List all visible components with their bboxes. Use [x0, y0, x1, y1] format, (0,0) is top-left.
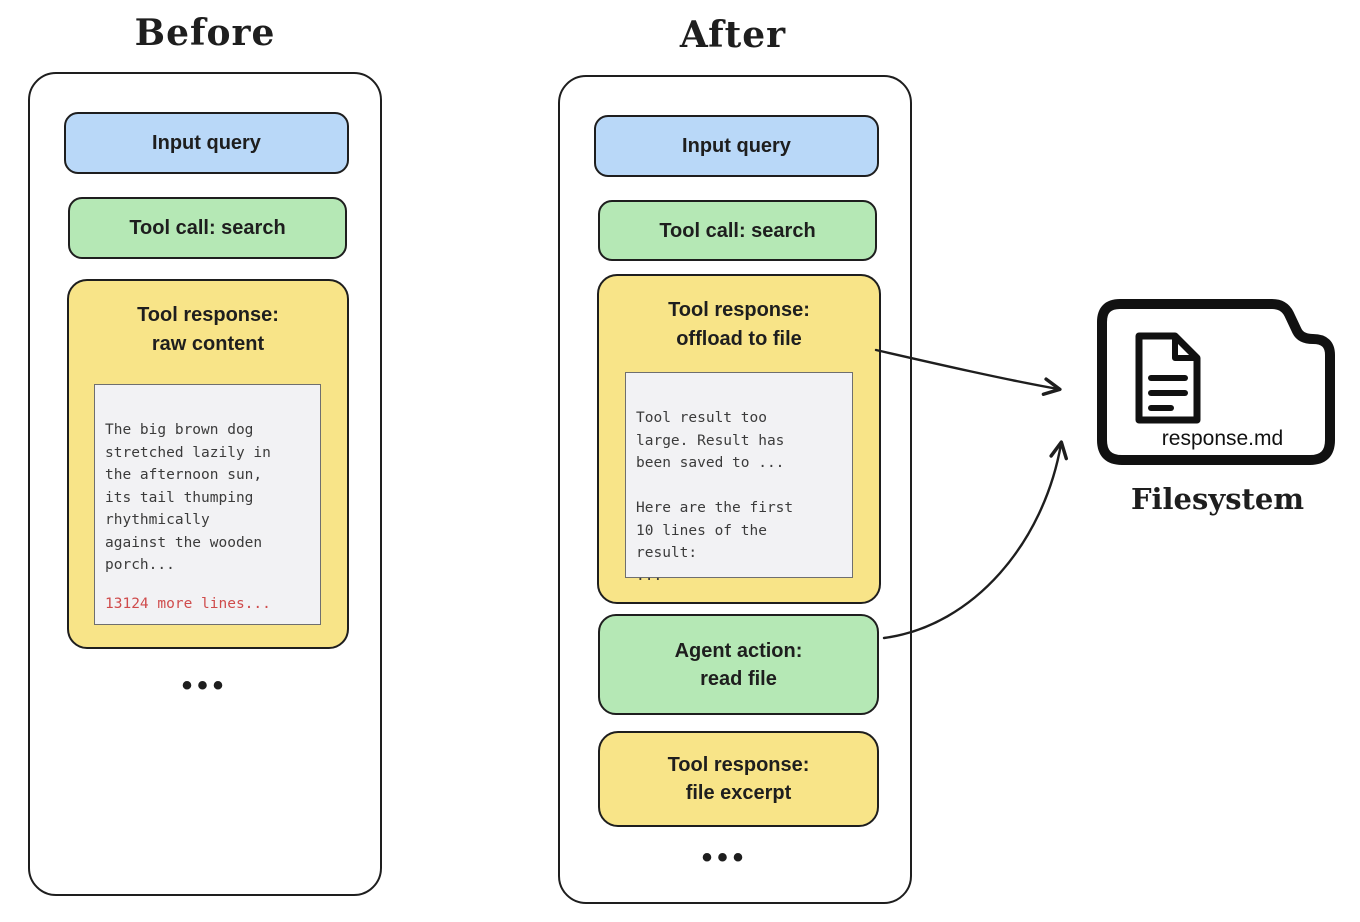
- after-agent-action-line1: Agent action:: [674, 639, 803, 662]
- after-file-excerpt-line2: file excerpt: [685, 782, 792, 804]
- after-tool-response-box: Tool response: offload to file Tool resu…: [597, 274, 881, 604]
- after-tool-response-title-line2: offload to file: [676, 328, 802, 350]
- after-ellipsis: •••: [701, 841, 749, 874]
- before-input-query-label: Input query: [152, 132, 261, 154]
- arrow-read-file: [882, 440, 1068, 640]
- after-agent-action-box: Agent action: read file: [598, 614, 879, 715]
- after-input-query-label: Input query: [682, 135, 791, 157]
- before-tool-response-title-line1: Tool response:: [137, 304, 279, 326]
- before-input-query-box: Input query: [64, 112, 349, 174]
- after-agent-action-line2: read file: [700, 667, 777, 690]
- filesystem-label: Filesystem: [1130, 482, 1305, 516]
- before-tool-call-box: Tool call: search: [68, 197, 347, 259]
- before-ellipsis: •••: [181, 669, 229, 702]
- before-raw-content-snippet: The big brown dog stretched lazily in th…: [94, 384, 321, 625]
- arrow-offload-to-file: [874, 348, 1062, 396]
- after-title: After: [679, 14, 787, 56]
- folder-icon: [1097, 299, 1335, 465]
- after-input-query-box: Input query: [594, 115, 879, 177]
- after-tool-response-title: Tool response: offload to file: [668, 296, 810, 354]
- before-tool-response-title: Tool response: raw content: [137, 301, 279, 359]
- filesystem-filename: response.md: [1161, 427, 1284, 450]
- document-icon: [1135, 332, 1201, 424]
- after-tool-call-box: Tool call: search: [598, 200, 877, 261]
- before-container: Input query Tool call: search Tool respo…: [28, 72, 382, 896]
- after-tool-call-label: Tool call: search: [659, 219, 816, 242]
- before-title: Before: [134, 12, 276, 54]
- after-offload-text: Tool result too large. Result has been s…: [636, 410, 794, 584]
- after-offload-snippet: Tool result too large. Result has been s…: [625, 372, 853, 584]
- arrows-layer: [874, 348, 1068, 640]
- before-more-lines-text: 13124 more lines...: [105, 595, 271, 612]
- after-tool-response-title-line1: Tool response:: [668, 299, 810, 321]
- after-file-excerpt-line1: Tool response:: [667, 754, 810, 776]
- before-tool-response-box: Tool response: raw content The big brown…: [67, 279, 349, 649]
- before-raw-content-text: The big brown dog stretched lazily in th…: [105, 422, 271, 574]
- before-tool-response-title-line2: raw content: [151, 333, 265, 355]
- after-file-excerpt-box: Tool response: file excerpt: [598, 731, 879, 827]
- before-tool-call-label: Tool call: search: [129, 217, 286, 239]
- after-container: Input query Tool call: search Tool respo…: [558, 75, 912, 904]
